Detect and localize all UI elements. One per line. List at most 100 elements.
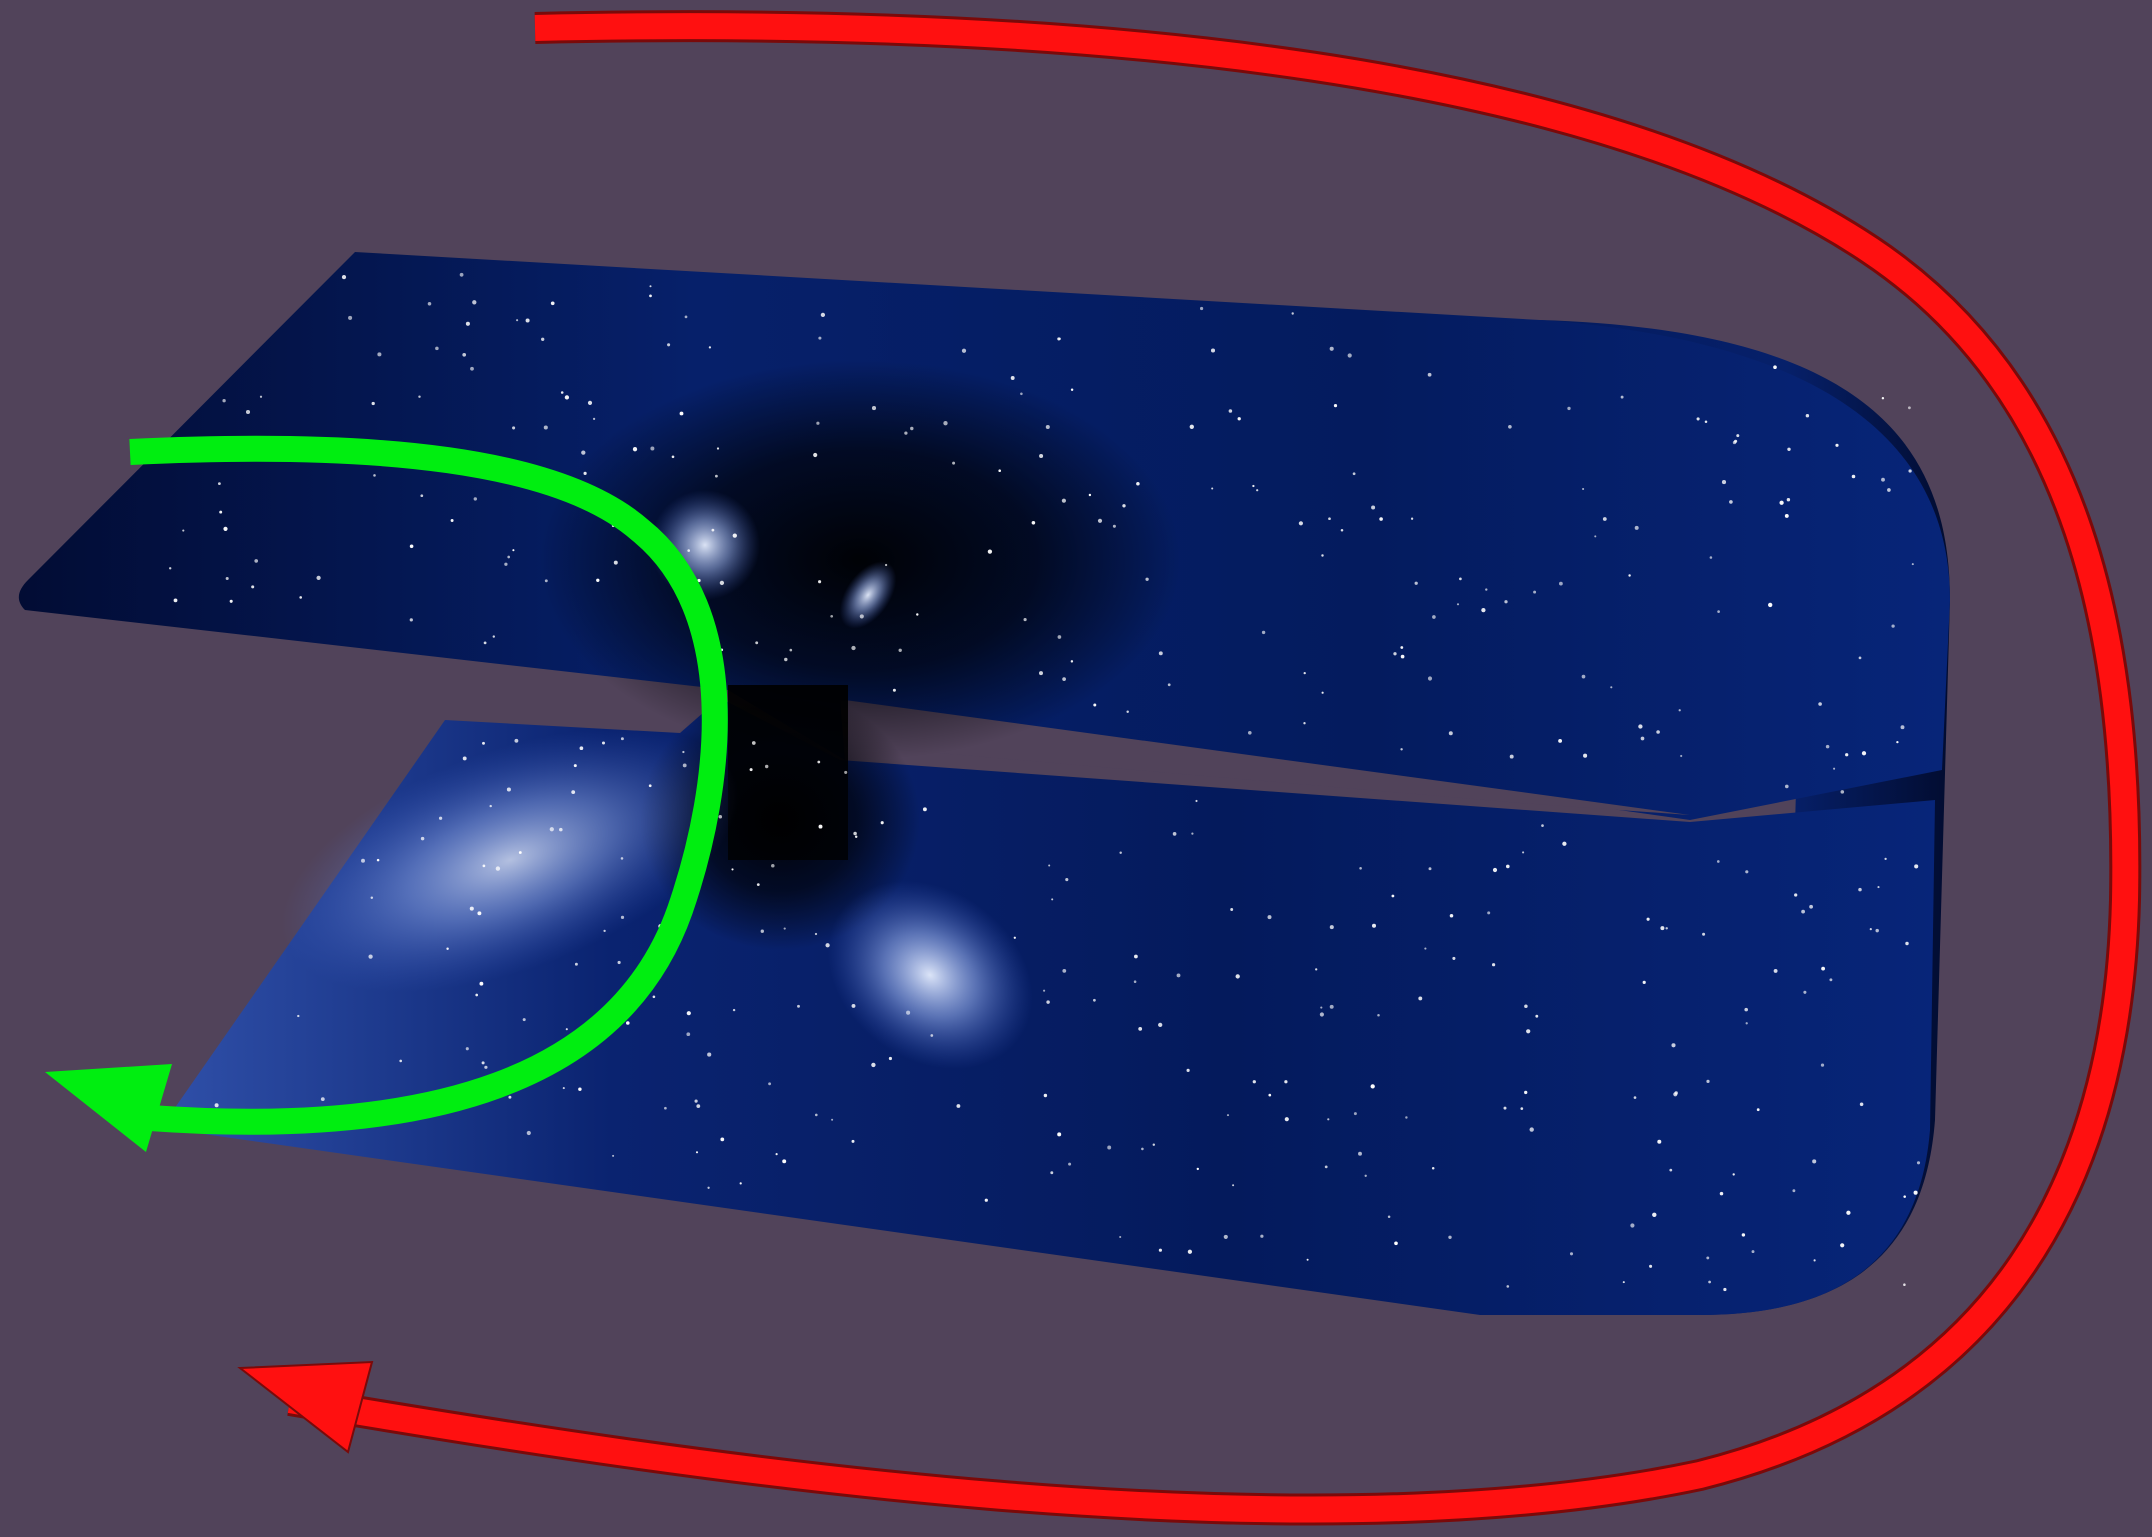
- star: [1348, 353, 1352, 357]
- star: [230, 600, 233, 603]
- star: [1211, 487, 1213, 489]
- star: [1675, 1091, 1678, 1094]
- star: [1303, 722, 1305, 724]
- star: [1353, 472, 1356, 475]
- star: [219, 511, 222, 514]
- star: [1145, 578, 1148, 581]
- star: [1594, 535, 1596, 537]
- star: [1415, 582, 1418, 585]
- star: [750, 768, 753, 771]
- star: [761, 930, 764, 933]
- star: [818, 580, 821, 583]
- star: [1358, 1152, 1362, 1156]
- star: [1197, 1168, 1199, 1170]
- star: [516, 319, 518, 321]
- star: [818, 337, 821, 340]
- star: [1248, 731, 1252, 735]
- star: [1048, 864, 1050, 866]
- star: [1610, 686, 1612, 688]
- star: [1803, 991, 1806, 994]
- star: [893, 689, 896, 692]
- star: [421, 837, 424, 840]
- star: [1429, 867, 1432, 870]
- star: [1138, 1027, 1142, 1031]
- star: [815, 1114, 818, 1117]
- star: [588, 401, 592, 405]
- star: [1058, 337, 1061, 340]
- star: [1159, 1249, 1162, 1252]
- star: [1065, 878, 1068, 881]
- star: [507, 556, 510, 559]
- star: [1011, 376, 1015, 380]
- star: [717, 447, 719, 449]
- star: [1858, 888, 1862, 892]
- star: [731, 868, 733, 870]
- star: [1299, 521, 1303, 525]
- star: [1821, 967, 1825, 971]
- star: [514, 739, 518, 743]
- star: [463, 756, 467, 760]
- star: [254, 559, 258, 563]
- star: [420, 494, 423, 497]
- star: [512, 549, 514, 551]
- star: [1191, 833, 1193, 835]
- star: [1757, 1108, 1760, 1111]
- star: [614, 561, 618, 565]
- star: [1177, 973, 1181, 977]
- star: [1307, 1259, 1309, 1261]
- star: [1268, 1094, 1271, 1097]
- star: [1860, 1103, 1864, 1107]
- star: [1603, 517, 1607, 521]
- star: [1729, 500, 1733, 504]
- star: [581, 450, 585, 454]
- star: [550, 827, 554, 831]
- star: [519, 851, 522, 854]
- star: [682, 751, 684, 753]
- star: [482, 1061, 485, 1064]
- star: [544, 425, 548, 429]
- star: [1379, 517, 1383, 521]
- star: [1841, 790, 1845, 794]
- star: [1582, 675, 1586, 679]
- star: [169, 567, 171, 569]
- star: [988, 549, 992, 553]
- star: [1722, 480, 1726, 484]
- star: [1359, 867, 1362, 870]
- star: [1481, 608, 1485, 612]
- star: [733, 1009, 735, 1011]
- star: [962, 349, 966, 353]
- star: [1304, 672, 1306, 674]
- star: [1567, 407, 1570, 410]
- star: [797, 1005, 800, 1008]
- star: [1411, 518, 1413, 520]
- star: [299, 596, 302, 599]
- star: [1570, 1252, 1573, 1255]
- star: [1119, 852, 1121, 854]
- star: [790, 649, 793, 652]
- star: [1723, 1288, 1726, 1291]
- star: [439, 817, 442, 820]
- star: [1504, 600, 1507, 603]
- star: [707, 1187, 709, 1189]
- star: [1520, 1107, 1523, 1110]
- star: [316, 576, 320, 580]
- star: [1062, 677, 1066, 681]
- star: [1697, 417, 1700, 420]
- star: [523, 1018, 526, 1021]
- star: [1846, 1211, 1850, 1215]
- star: [561, 391, 564, 394]
- star: [1457, 603, 1459, 605]
- star: [1818, 702, 1822, 706]
- star: [733, 533, 737, 537]
- star: [1671, 1043, 1675, 1047]
- star: [474, 497, 477, 500]
- star: [297, 1015, 299, 1017]
- star: [1877, 886, 1879, 888]
- star: [1058, 635, 1062, 639]
- star: [998, 469, 1001, 472]
- star: [541, 338, 544, 341]
- star: [1341, 529, 1344, 532]
- star: [571, 790, 575, 794]
- star: [226, 577, 229, 580]
- star: [853, 832, 857, 836]
